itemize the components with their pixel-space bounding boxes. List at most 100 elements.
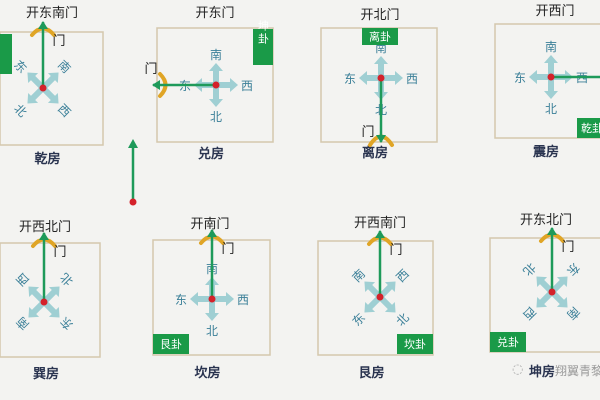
center-dot xyxy=(129,198,137,206)
direction-east: 东 xyxy=(57,314,75,332)
house-panel-5: 开西北门巽房南西北东门 xyxy=(0,220,101,382)
compass-arrow-icon xyxy=(544,55,558,77)
house-outline xyxy=(317,240,434,356)
compass-arrow-icon xyxy=(359,71,381,85)
gua-tag xyxy=(253,29,273,65)
house-label: 离房 xyxy=(362,145,388,161)
house-panel-8: 开东北门坤房南西北东门兑卦 xyxy=(489,213,600,380)
house-panel-3: 开北门离房南西北东门离卦 xyxy=(320,8,438,161)
door-title: 开西门 xyxy=(535,4,574,19)
arrowhead-icon xyxy=(207,229,217,237)
direction-north: 北 xyxy=(520,260,538,278)
compass-arrow-icon xyxy=(209,85,223,107)
compass-arrow-icon xyxy=(190,292,212,306)
arrowhead-icon xyxy=(39,232,49,240)
gua-tag xyxy=(397,334,433,354)
compass-arrow-icon xyxy=(374,56,388,78)
house-label: 乾房 xyxy=(34,151,60,167)
gua-tag xyxy=(362,28,398,45)
center-dot xyxy=(212,81,220,89)
door-title: 开东南门 xyxy=(26,5,78,21)
direction-east: 东 xyxy=(344,72,356,86)
house-outline xyxy=(494,23,600,139)
gua-tag xyxy=(0,34,12,74)
direction-north: 北 xyxy=(206,324,218,338)
door-title: 开西北门 xyxy=(19,220,71,235)
direction-east: 东 xyxy=(175,293,187,307)
compass-arrow-icon xyxy=(209,63,223,85)
house-label: 兑房 xyxy=(198,146,224,162)
direction-west: 西 xyxy=(520,304,538,322)
door-title: 开东门 xyxy=(195,6,234,21)
gua-tag-text: 乾卦 xyxy=(581,121,600,135)
house-label: 坎房 xyxy=(194,365,220,381)
arrowhead-icon xyxy=(38,21,48,29)
center-dot xyxy=(208,295,216,303)
direction-west: 西 xyxy=(406,72,418,86)
direction-east: 东 xyxy=(350,310,368,328)
gua-tag xyxy=(577,118,600,138)
door-title: 开南门 xyxy=(190,216,229,232)
arrowhead-icon xyxy=(128,139,138,148)
door-label: 门 xyxy=(221,242,234,257)
door-label: 门 xyxy=(561,240,574,255)
gua-tag-text: 坤卦 xyxy=(257,19,270,46)
direction-south: 南 xyxy=(545,39,557,54)
direction-west: 西 xyxy=(14,270,32,288)
arrowhead-icon xyxy=(376,135,386,143)
door-label: 门 xyxy=(144,62,157,77)
arrowhead-icon xyxy=(375,230,385,238)
door-title: 开西南门 xyxy=(354,215,406,231)
compass: 南西北东 xyxy=(13,270,76,333)
compass-arrow-icon xyxy=(381,71,403,85)
house-label: 坤房 xyxy=(529,364,555,380)
gua-tag-text: 艮卦 xyxy=(160,337,182,351)
direction-east: 东 xyxy=(11,58,29,76)
door-label: 门 xyxy=(52,34,65,49)
gua-tag-text: 离卦 xyxy=(369,30,391,44)
wechat-icon: ◌ xyxy=(512,362,523,377)
compass-arrow-icon xyxy=(544,77,558,99)
direction-north: 北 xyxy=(11,101,29,119)
center-dot xyxy=(548,288,556,296)
compass-arrow-icon xyxy=(205,299,219,321)
direction-east: 东 xyxy=(564,260,582,278)
direction-west: 西 xyxy=(393,267,411,285)
center-dot xyxy=(377,74,385,82)
center-dot xyxy=(40,298,48,306)
house-label: 艮房 xyxy=(358,365,384,381)
door-title: 开东北门 xyxy=(520,213,572,228)
direction-north: 北 xyxy=(57,270,75,288)
direction-west: 西 xyxy=(237,293,249,307)
compass-arrow-icon xyxy=(212,292,234,306)
door-title: 开北门 xyxy=(360,8,399,23)
compass-arrow-icon xyxy=(216,78,238,92)
door-label: 门 xyxy=(361,125,374,140)
house-label: 震房 xyxy=(532,144,559,160)
house-label: 巽房 xyxy=(33,366,59,382)
direction-north: 北 xyxy=(210,110,222,124)
gua-tag xyxy=(153,334,189,354)
direction-north: 北 xyxy=(545,102,557,116)
watermark: 翔翼青黎 xyxy=(555,364,600,378)
arrowhead-icon xyxy=(547,227,557,235)
direction-north: 北 xyxy=(393,310,411,328)
direction-south: 南 xyxy=(210,47,222,62)
center-dot xyxy=(39,84,47,92)
center-dot xyxy=(547,73,555,81)
center-dot xyxy=(376,293,384,301)
arrowhead-icon xyxy=(152,80,160,90)
house-panel-6: 开南门坎房南西北东门艮卦 xyxy=(152,216,271,381)
door-label: 门 xyxy=(53,245,66,260)
direction-west: 西 xyxy=(55,101,73,119)
compass-arrow-icon xyxy=(529,70,551,84)
door-label: 门 xyxy=(389,243,402,258)
